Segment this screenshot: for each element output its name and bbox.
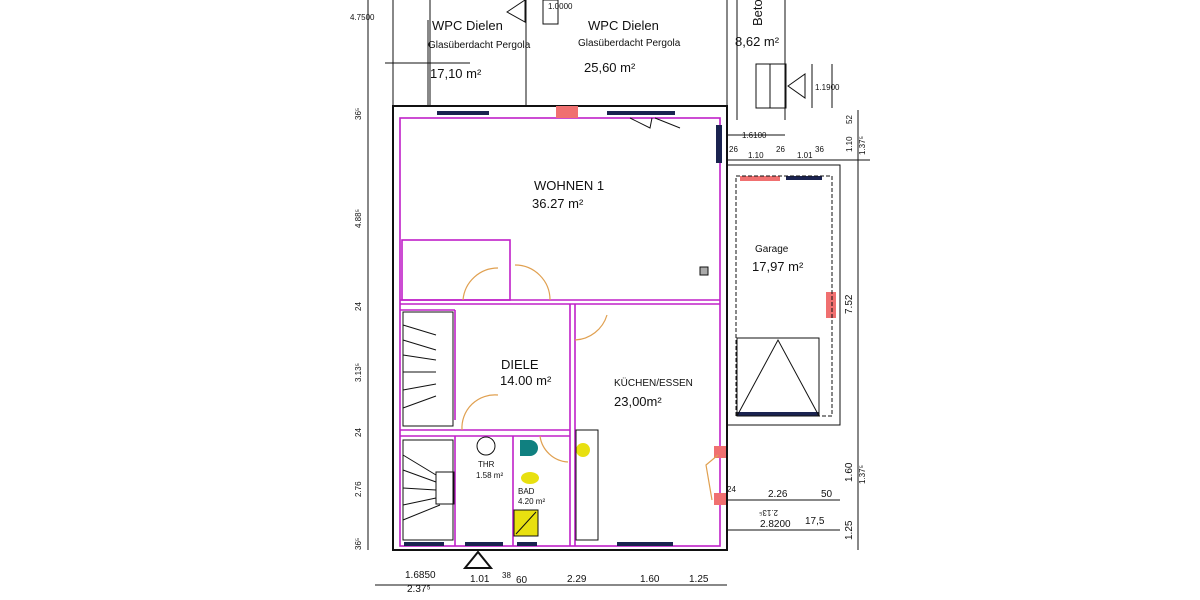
heating-icon — [476, 436, 496, 456]
room-diele-name: DIELE — [501, 357, 539, 372]
dim-right-8: 2.26 — [768, 489, 788, 500]
dim-bottom-5: 2.29 — [567, 574, 587, 585]
dim-top-5: 26 — [729, 145, 738, 154]
room-thr-area: 1.58 m² — [476, 471, 503, 480]
opening-garage — [826, 292, 836, 318]
dim-left-7: 36⁵ — [354, 538, 363, 550]
opening-kitchen-lower — [714, 493, 726, 505]
dim-top-1: 1.1900 — [815, 83, 840, 92]
dim-left-0: 4.7500 — [350, 13, 375, 22]
room-bad-name: BAD — [518, 487, 535, 496]
opening-top — [556, 106, 578, 118]
sink-icon — [520, 440, 538, 456]
dim-right-10: 2.8200 — [760, 519, 791, 530]
room-diele-area: 14.00 m² — [500, 373, 552, 388]
dim-right-7: 24 — [727, 485, 736, 494]
dim-right-1: 1.10 — [845, 136, 854, 152]
kitchen-counter — [575, 429, 599, 541]
room-wohnen-area: 36.27 m² — [532, 196, 584, 211]
dim-right-12: 2.13⁵ — [759, 508, 778, 517]
room-garage-area: 17,97 m² — [752, 259, 804, 274]
dim-right-11: 17,5 — [805, 516, 825, 527]
terrace-left-roof: Glasüberdacht Pergola — [428, 40, 531, 51]
dim-left-4: 3.13⁵ — [354, 363, 363, 382]
wc-icon — [576, 443, 590, 457]
dim-left-2: 4.88⁵ — [354, 209, 363, 228]
dim-left-5: 24 — [354, 428, 363, 437]
terrace-left-material: WPC Dielen — [432, 18, 503, 33]
dim-bottom-7: 1.25 — [689, 574, 709, 585]
dimension-lines — [367, 0, 870, 586]
dim-right-9: 50 — [821, 489, 833, 500]
dim-right-4: 1.60 — [844, 462, 855, 482]
room-thr-name: THR — [478, 460, 495, 469]
garage-outline — [726, 164, 841, 426]
beton-area: 8,62 m² — [735, 34, 780, 49]
dim-bottom-6: 1.60 — [640, 574, 660, 585]
dim-bottom-0: 1.6850 — [405, 570, 436, 581]
dim-right-0: 52 — [845, 115, 854, 124]
dim-top-7: 36 — [815, 145, 824, 154]
dim-left-3: 24 — [354, 302, 363, 311]
dim-top-0: 1.0000 — [548, 2, 573, 11]
dim-bottom-4: 60 — [516, 575, 528, 586]
terrace-right-area: 25,60 m² — [584, 60, 636, 75]
room-bad-area: 4.20 m² — [518, 497, 545, 506]
dim-right-5: 1.37⁵ — [858, 465, 867, 484]
opening-garage-top — [740, 176, 780, 181]
dim-top-4: 1.01 — [797, 151, 813, 160]
room-wohnen-name: WOHNEN 1 — [534, 178, 604, 193]
room-garage-name: Garage — [755, 244, 789, 255]
dim-bottom-2: 1.01 — [470, 574, 490, 585]
chimney-icon — [699, 266, 709, 276]
terrace-right-material: WPC Dielen — [588, 18, 659, 33]
dim-top-6: 26 — [776, 145, 785, 154]
windows — [404, 111, 822, 546]
beton-label: Beto — [750, 0, 765, 26]
room-kueche-name: KÜCHEN/ESSEN — [614, 377, 693, 389]
opening-kitchen-upper — [714, 446, 726, 458]
dim-right-6: 1.25 — [844, 520, 855, 540]
entrance-arrow-icon — [462, 550, 494, 569]
terrace-right-roof: Glasüberdacht Pergola — [578, 38, 681, 49]
dim-bottom-3: 38 — [502, 571, 511, 580]
dim-top-2: 1.6100 — [742, 131, 767, 140]
house-walls — [392, 105, 728, 551]
terrace-lines — [385, 0, 813, 120]
dim-bottom-1: 2.37⁵ — [407, 584, 431, 595]
toilet-icon — [521, 472, 539, 484]
dim-left-6: 2.76 — [354, 481, 363, 497]
dim-top-3: 1.10 — [748, 151, 764, 160]
terrace-left-area: 17,10 m² — [430, 66, 482, 81]
staircase — [402, 311, 455, 541]
door-swings — [461, 117, 719, 501]
room-kueche-area: 23,00m² — [614, 394, 662, 409]
dim-right-2: 1.37⁵ — [858, 136, 867, 155]
dim-right-3: 7.52 — [844, 294, 855, 314]
dim-left-1: 36⁵ — [354, 108, 363, 120]
